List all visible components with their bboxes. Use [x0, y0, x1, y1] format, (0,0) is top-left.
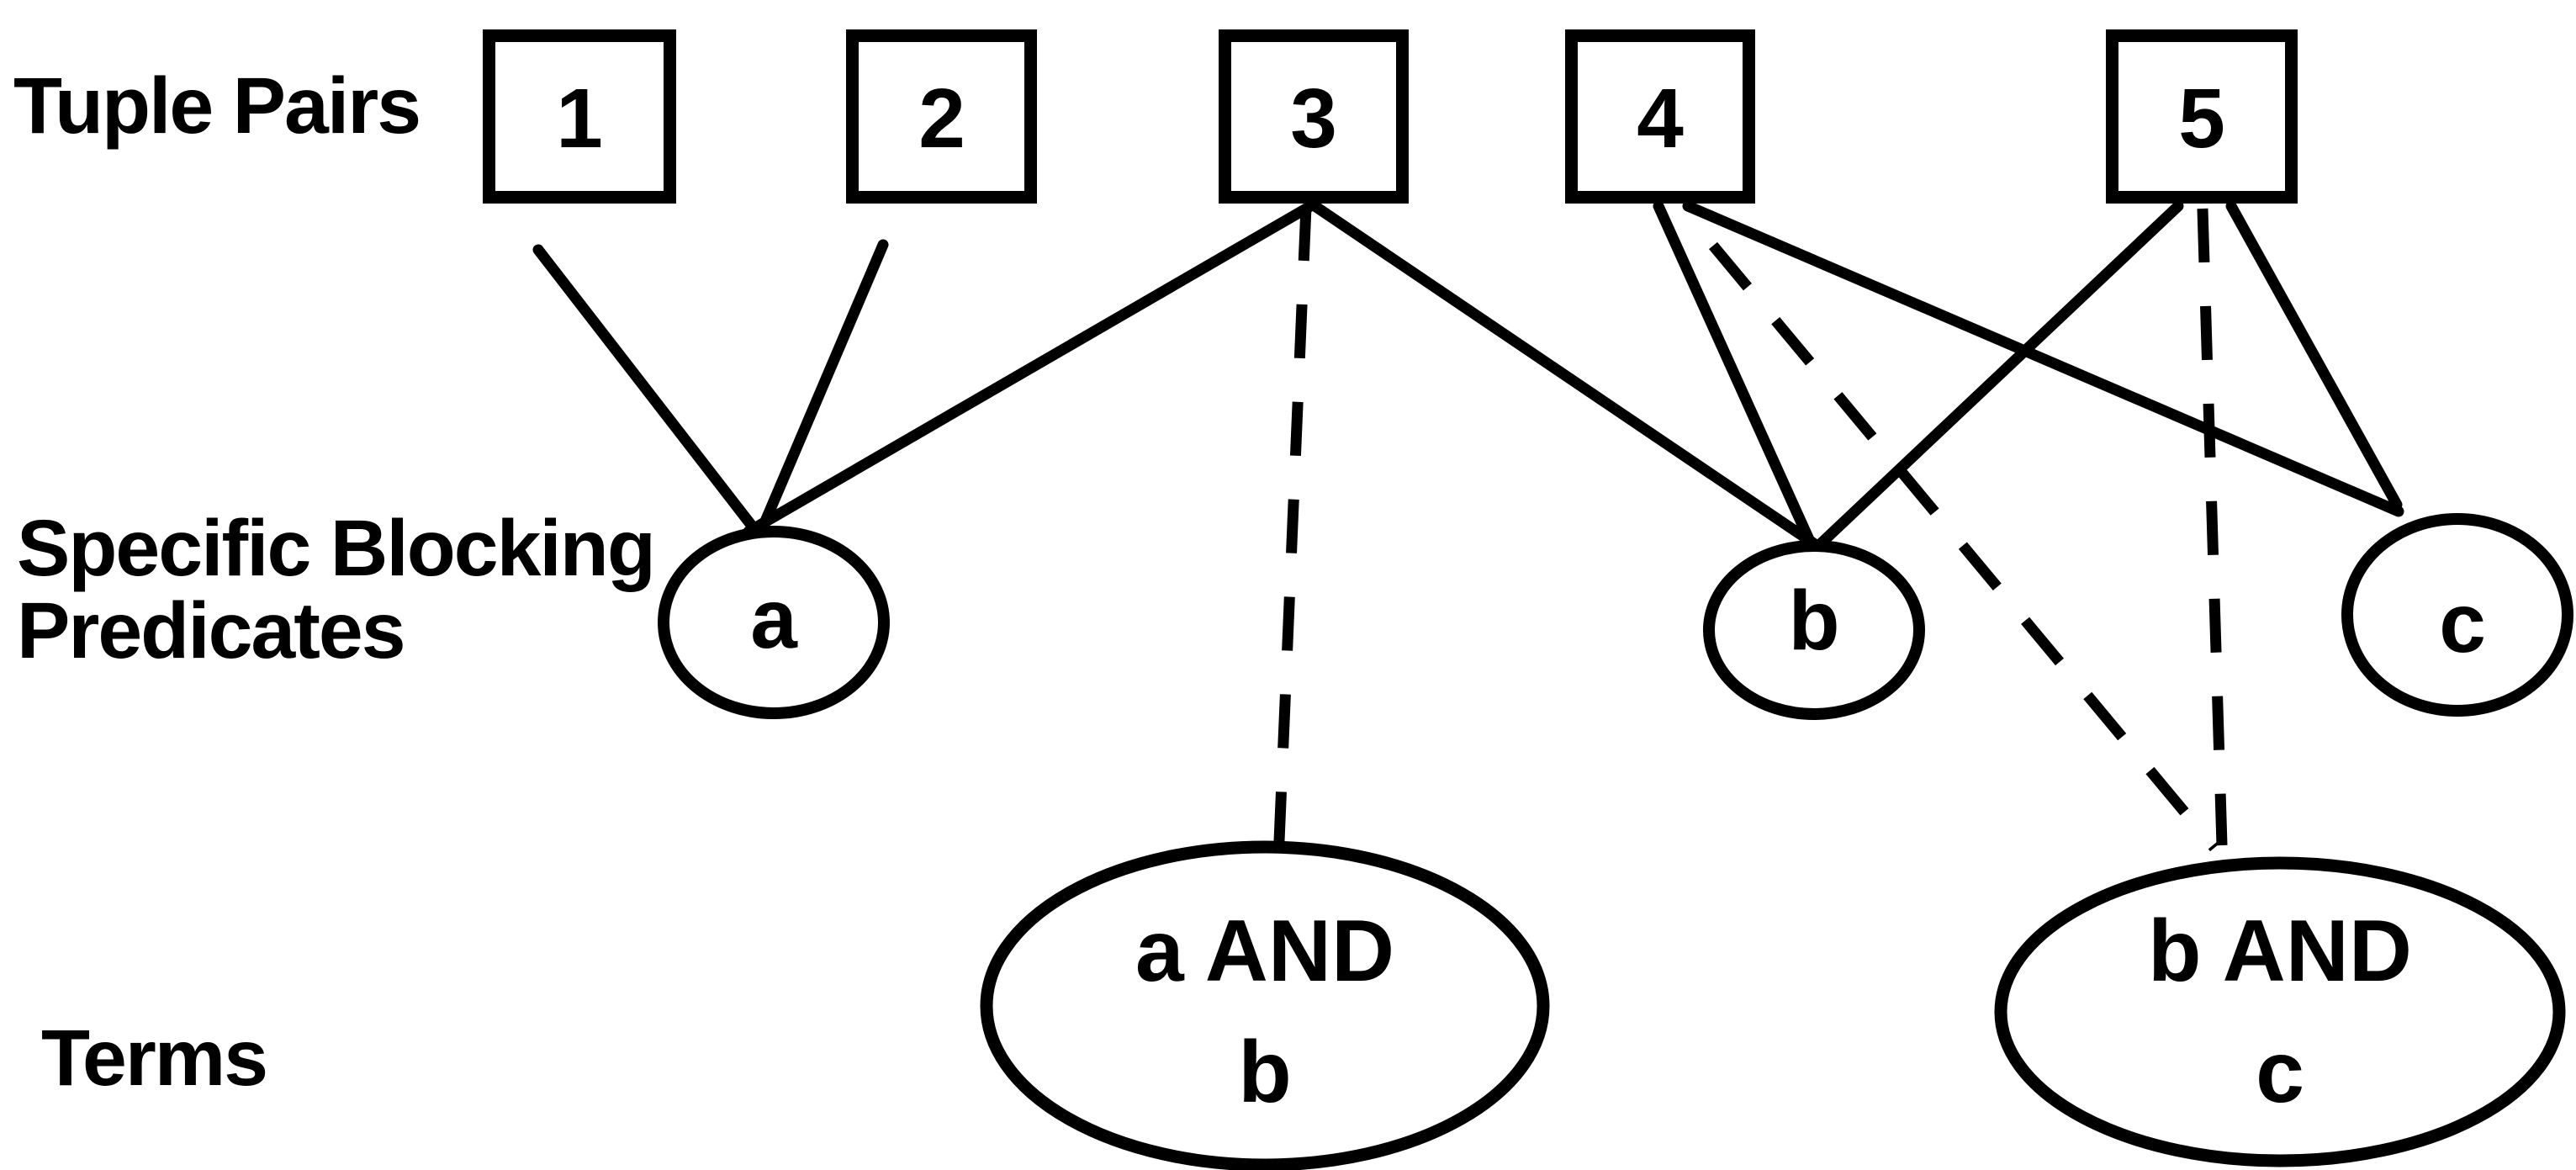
predicate-label-a: a [750, 572, 798, 666]
edge-3-to-a [743, 199, 1318, 537]
tuple-pair-node-1: 1 [483, 29, 676, 204]
term-label-b-and-c-line2: c [2256, 1024, 2304, 1121]
tuple-pair-label-5: 5 [2178, 71, 2225, 166]
tuple-pair-node-3: 3 [1219, 29, 1409, 204]
predicate-circle-a [658, 526, 890, 719]
predicate-label-c: c [2439, 576, 2486, 670]
edge-5-to-b-and-c [2197, 208, 2228, 846]
term-ellipse-a-and-b [980, 840, 1550, 1170]
row-label-predicates-line1: Specific Blocking [17, 504, 654, 593]
edge-2-to-a [756, 239, 889, 535]
edge-4-to-b [1653, 200, 1817, 551]
term-label-b-and-c-line1: b AND [2148, 903, 2412, 1000]
predicate-label-b: b [1788, 574, 1839, 668]
tuple-pair-square-5 [2106, 29, 2298, 204]
row-label-tuple-pairs: Tuple Pairs [13, 61, 420, 151]
edge-4-to-c [1682, 200, 2404, 517]
predicate-node-c: c [2341, 513, 2573, 717]
edge-5-to-c [2225, 200, 2403, 511]
predicate-node-a: a [658, 526, 890, 719]
row-label-predicates-line2: Predicates [17, 586, 405, 675]
tuple-pair-label-2: 2 [918, 71, 965, 166]
tuple-pair-square-2 [846, 29, 1037, 204]
tuple-pair-label-1: 1 [556, 71, 603, 166]
tuple-pair-label-4: 4 [1637, 71, 1684, 166]
tuple-pair-node-2: 2 [846, 29, 1037, 204]
edge-5-to-b [1812, 200, 2184, 553]
term-node-b-and-c: b AND c [1994, 856, 2566, 1167]
edge-4-to-b-and-c [1709, 241, 2219, 852]
edges-layer [532, 199, 2404, 852]
term-label-a-and-b-line2: b [1238, 1024, 1292, 1121]
tuple-pair-square-1 [483, 29, 676, 204]
predicate-circle-c [2341, 513, 2573, 717]
row-label-terms: Terms [41, 1014, 267, 1103]
term-node-a-and-b: a AND b [980, 840, 1550, 1170]
tuple-pair-square-3 [1219, 29, 1409, 204]
edge-3-to-a-and-b [1273, 206, 1312, 842]
term-ellipse-b-and-c [1994, 856, 2566, 1167]
edge-3-to-b [1308, 199, 1821, 550]
edge-1-to-a [532, 244, 760, 535]
tuple-pair-node-4: 4 [1565, 29, 1755, 204]
predicate-circle-b [1703, 540, 1925, 720]
predicate-node-b: b [1703, 540, 1925, 720]
tuple-pair-node-5: 5 [2106, 29, 2298, 204]
term-label-a-and-b-line1: a AND [1135, 903, 1394, 1000]
tuple-pair-square-4 [1565, 29, 1755, 204]
tuple-pair-label-3: 3 [1290, 71, 1337, 166]
